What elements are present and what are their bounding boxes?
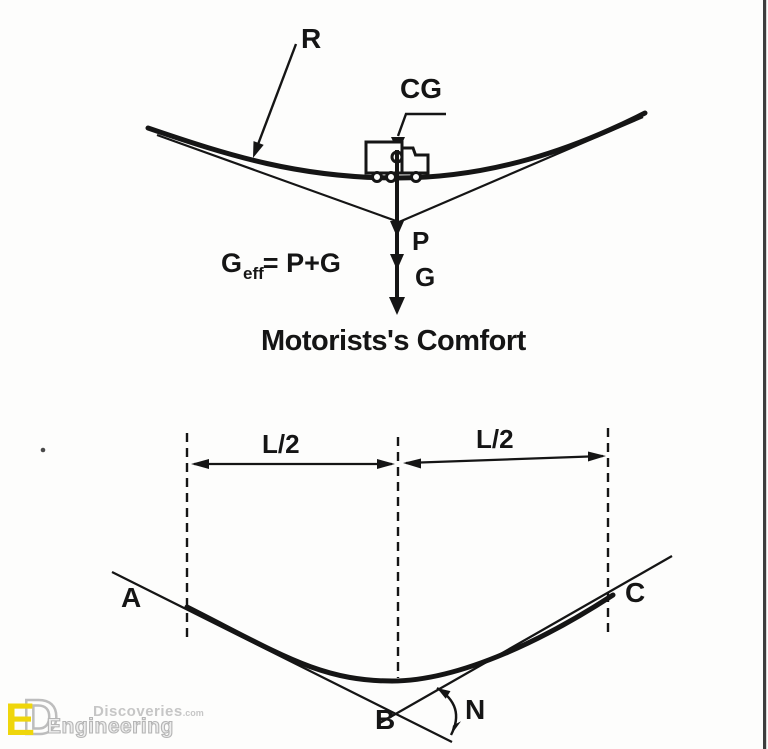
dim-line-right xyxy=(405,454,604,465)
sag-curve-bottom xyxy=(184,592,616,684)
point-c-label: C xyxy=(625,577,646,608)
radius-arrow-line xyxy=(255,43,298,148)
truck-wheel xyxy=(385,171,397,183)
diagram-caption: Motorists's Comfort xyxy=(261,325,526,357)
dim-left-label: L/2 xyxy=(262,429,300,459)
point-b-label: B xyxy=(375,704,396,735)
cg-label: CG xyxy=(400,73,442,104)
truck-cab xyxy=(400,146,430,175)
left-chord-line xyxy=(156,133,400,224)
watermark-brand-name: Discoveries xyxy=(93,703,183,720)
force-p-arrowhead-icon xyxy=(390,221,404,237)
tangent-line-bc xyxy=(377,555,673,725)
bottom-diagram-linework xyxy=(111,428,673,744)
equation-base: G xyxy=(221,248,243,278)
scan-edge-line xyxy=(763,0,767,749)
top-diagram-linework xyxy=(145,43,648,315)
radius-arrowhead-icon xyxy=(253,141,264,158)
force-g-arrowhead-icon xyxy=(390,254,404,270)
angle-n-label: N xyxy=(465,694,486,725)
truck-wheel xyxy=(371,171,383,183)
equation-rest: = P+G xyxy=(262,248,341,278)
point-a-label: A xyxy=(121,582,142,613)
dim-arrowhead-icon xyxy=(377,459,395,469)
dim-right-label: L/2 xyxy=(476,424,514,454)
watermark-brand-engineering: Engineering xyxy=(46,715,174,738)
force-g-label: G xyxy=(415,262,436,292)
radius-label: R xyxy=(301,23,322,54)
dim-arrowhead-icon xyxy=(588,451,606,462)
angle-arc-arrowhead-icon xyxy=(437,688,451,699)
watermark-brand-suffix: .com xyxy=(182,708,204,718)
dim-arrowhead-icon xyxy=(191,459,209,469)
truck-wheel xyxy=(410,171,422,183)
watermark-logo-e: E xyxy=(5,694,36,745)
cg-leader-line xyxy=(396,112,446,137)
effective-grade-equation: Geff= P+G xyxy=(221,248,341,283)
watermark-brand-discoveries: Discoveries.com xyxy=(93,704,204,719)
force-resultant-arrowhead-icon xyxy=(389,297,405,315)
scan-speck xyxy=(40,447,46,453)
watermark: D E Discoveries.com Engineering xyxy=(0,692,240,749)
dim-arrowhead-icon xyxy=(403,458,421,469)
right-chord-line xyxy=(398,115,644,224)
force-p-label: P xyxy=(412,226,430,256)
angle-arc-arrowhead-icon xyxy=(451,721,461,735)
watermark-logo-d: D xyxy=(22,691,60,745)
equation-subscript: eff xyxy=(243,264,264,283)
